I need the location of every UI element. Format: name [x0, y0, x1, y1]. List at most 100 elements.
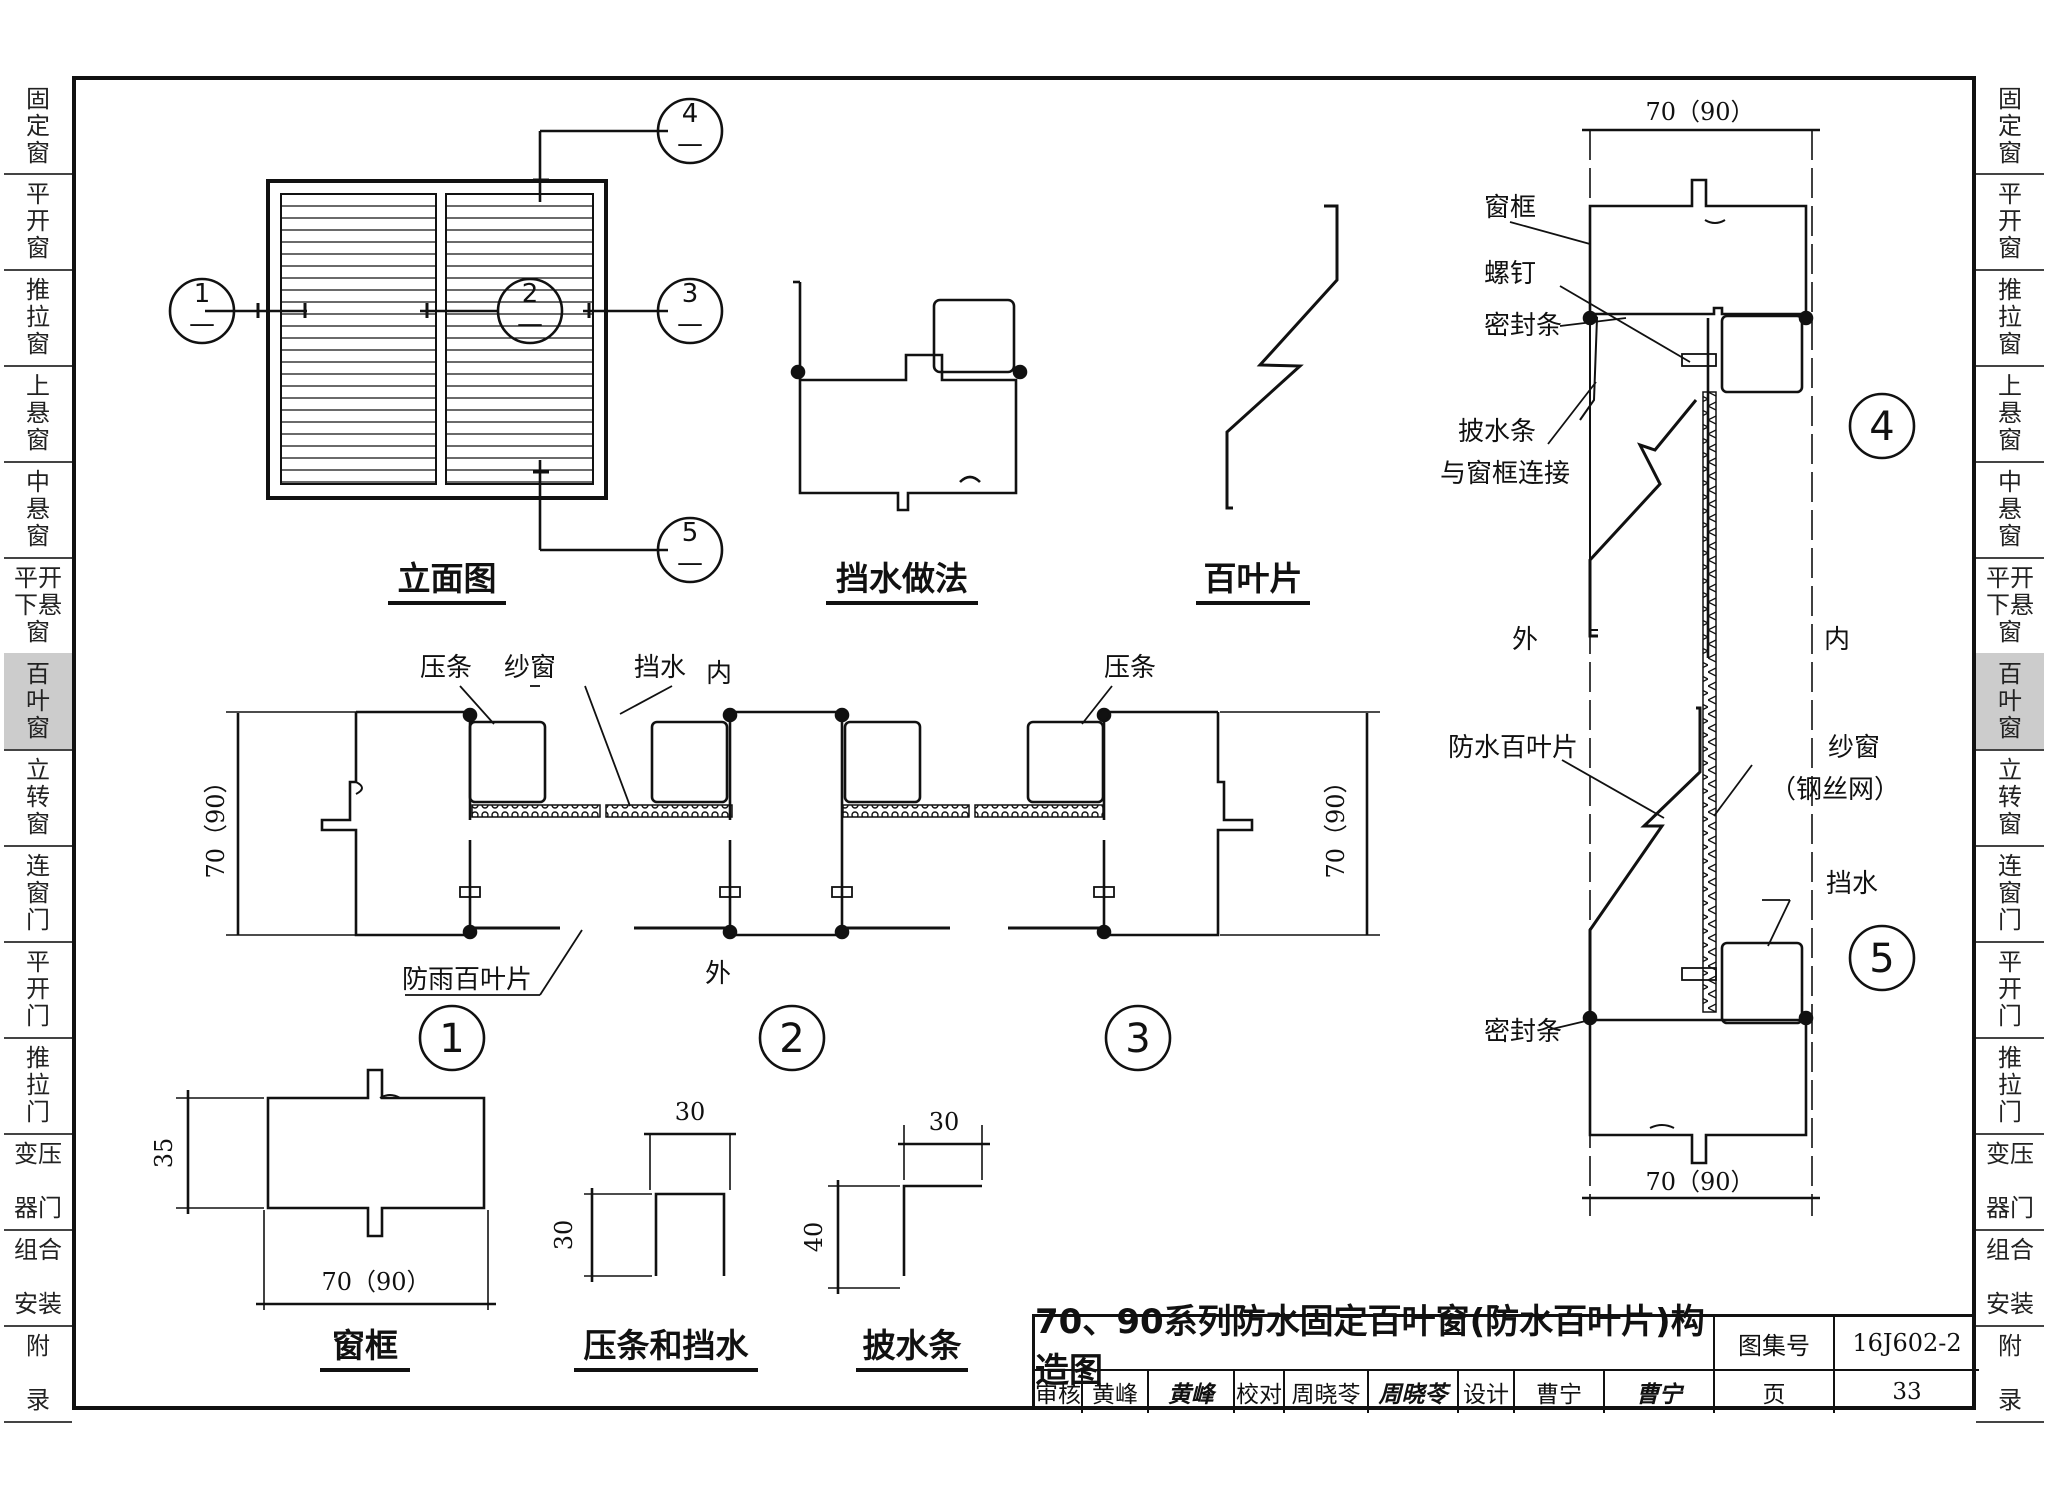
side-tab-right-2[interactable]: 平 开 窗 [1976, 173, 2044, 271]
side-tab-left-4[interactable]: 上 悬 窗 [4, 365, 72, 463]
label-rain-louver: 防雨百叶片 [402, 965, 532, 995]
side-tab-right-4[interactable]: 上 悬 窗 [1976, 365, 2044, 463]
dim-bottom-70-90: 70（90） [1645, 1168, 1754, 1196]
label-frame: 窗框 [1484, 193, 1536, 223]
caption-bead-and-stop: 压条和挡水 [584, 1326, 750, 1365]
side-tab-right-1[interactable]: 固 定 窗 [1976, 80, 2044, 175]
label-water-stop-v: 挡水 [1826, 869, 1878, 899]
section-callout-1: 1 [439, 1016, 464, 1062]
title-block: 70、90系列防水固定百叶窗(防水百叶片)构造图 图集号 16J602-2 审核… [1032, 1302, 1979, 1413]
label-water-stop: 挡水 [634, 653, 686, 683]
label-inside-v: 内 [1824, 625, 1850, 655]
label-bead-right: 压条 [1104, 653, 1156, 683]
section-callout-3: 3 [1125, 1016, 1150, 1062]
check-label: 校对 [1235, 1371, 1285, 1413]
side-tab-right-3[interactable]: 推 拉 窗 [1976, 269, 2044, 367]
label-inside-h: 内 [706, 659, 732, 689]
label-outside-v: 外 [1512, 625, 1538, 655]
reviewer-name: 黄峰 [1083, 1371, 1149, 1413]
dim-top-70-90: 70（90） [1645, 98, 1754, 126]
drawing-border [72, 76, 1976, 1410]
section-mark-5-dash: — [677, 548, 703, 578]
side-tab-left-10[interactable]: 平 开 门 [4, 941, 72, 1039]
label-screen: 纱窗 [504, 653, 556, 683]
side-tab-left-14[interactable]: 附 录 [4, 1325, 72, 1423]
review-label: 审核 [1035, 1371, 1083, 1413]
dim-right-70-90: 70（90） [1322, 769, 1350, 878]
side-tab-left-9[interactable]: 连 窗 门 [4, 845, 72, 943]
section-callout-5: 5 [1869, 936, 1894, 982]
designer-name: 曹宁 [1515, 1371, 1605, 1413]
vertical-section [1509, 128, 1916, 1216]
caption-louver-blade: 百叶片 [1204, 559, 1303, 598]
bead-and-stop-profile [584, 1132, 736, 1282]
side-tab-right-8[interactable]: 立 转 窗 [1976, 749, 2044, 847]
page-label: 页 [1715, 1371, 1835, 1413]
section-mark-2: 2 [522, 279, 539, 309]
checker-name: 周晓苓 [1285, 1371, 1369, 1413]
side-tab-left-8[interactable]: 立 转 窗 [4, 749, 72, 847]
side-tab-left-7[interactable]: 百 叶 窗 [4, 653, 72, 751]
side-tab-right-13[interactable]: 组合 安装 [1976, 1229, 2044, 1327]
atlas-label: 图集号 [1715, 1317, 1835, 1371]
label-waterproof-louver: 防水百叶片 [1448, 733, 1578, 763]
drawing-title: 70、90系列防水固定百叶窗(防水百叶片)构造图 [1035, 1302, 1715, 1391]
label-drip-2: 与窗框连接 [1440, 459, 1570, 489]
label-screw: 螺钉 [1484, 259, 1536, 289]
label-bead: 压条 [420, 653, 472, 683]
design-label: 设计 [1459, 1371, 1515, 1413]
label-screen-mesh-1: 纱窗 [1828, 733, 1880, 763]
label-drip-1: 披水条 [1458, 417, 1536, 447]
checker-signature: 周晓苓 [1369, 1371, 1459, 1413]
label-seal-2: 密封条 [1484, 1017, 1562, 1047]
dimension-labels: 70（90） 70（90） 70（90） 70（90） 35 70（90） 30… [150, 98, 1755, 1296]
caption-water-stop: 挡水做法 [836, 559, 968, 598]
dim-30-side-bead: 30 [550, 1220, 578, 1251]
section-callout-2: 2 [779, 1016, 804, 1062]
caption-drip: 披水条 [863, 1326, 962, 1365]
section-mark-4-dash: — [677, 129, 703, 159]
section-callout-4: 4 [1869, 404, 1894, 450]
dim-frame-70-90: 70（90） [321, 1268, 430, 1296]
side-tab-right-11[interactable]: 推 拉 门 [1976, 1037, 2044, 1135]
horizontal-section [226, 685, 1380, 1072]
side-tab-left-1[interactable]: 固 定 窗 [4, 80, 72, 175]
label-seal: 密封条 [1484, 311, 1562, 341]
side-tab-right-9[interactable]: 连 窗 门 [1976, 845, 2044, 943]
section-mark-1: 1 [194, 279, 211, 309]
side-tab-left-12[interactable]: 变压 器门 [4, 1133, 72, 1231]
side-tab-left-2[interactable]: 平 开 窗 [4, 173, 72, 271]
side-tab-right-12[interactable]: 变压 器门 [1976, 1133, 2044, 1231]
side-tab-right-7[interactable]: 百 叶 窗 [1976, 653, 2044, 751]
side-tab-right-6[interactable]: 平开 下悬 窗 [1976, 557, 2044, 655]
captions: 立面图 挡水做法 百叶片 窗框 压条和挡水 披水条 [332, 559, 1303, 1365]
side-tab-left-11[interactable]: 推 拉 门 [4, 1037, 72, 1135]
page-number: 33 [1892, 1379, 1922, 1405]
side-tab-right-10[interactable]: 平 开 门 [1976, 941, 2044, 1039]
side-tab-right-14[interactable]: 附 录 [1976, 1325, 2044, 1423]
dim-35: 35 [150, 1138, 178, 1169]
dim-30-drip: 30 [929, 1108, 960, 1136]
dim-left-70-90: 70（90） [202, 769, 230, 878]
side-tab-left-3[interactable]: 推 拉 窗 [4, 269, 72, 367]
annotation-labels: 压条 纱窗 挡水 内 压条 外 防雨百叶片 窗框 螺钉 密封条 披水条 与窗框连… [402, 193, 1900, 1047]
section-mark-labels: 1 — 2 — 3 — 4 — 5 — 1 2 3 4 5 [189, 99, 1895, 1062]
section-mark-4: 4 [682, 99, 699, 129]
section-mark-5: 5 [682, 518, 699, 548]
dim-40-drip: 40 [800, 1222, 828, 1253]
reviewer-signature: 黄峰 [1149, 1371, 1235, 1413]
label-outside-h: 外 [705, 959, 731, 989]
side-tab-right-5[interactable]: 中 悬 窗 [1976, 461, 2044, 559]
elevation-view [168, 97, 724, 584]
section-mark-3: 3 [682, 279, 699, 309]
dim-30-top-bead: 30 [675, 1098, 706, 1126]
label-screen-mesh-2: （钢丝网） [1770, 775, 1900, 805]
section-mark-3-dash: — [677, 309, 703, 339]
caption-window-frame: 窗框 [332, 1326, 398, 1365]
window-frame-profile [176, 1068, 496, 1310]
side-tab-left-13[interactable]: 组合 安装 [4, 1229, 72, 1327]
drip-strip-profile [828, 1125, 990, 1294]
side-tab-left-5[interactable]: 中 悬 窗 [4, 461, 72, 559]
section-mark-2-dash: — [517, 309, 543, 339]
